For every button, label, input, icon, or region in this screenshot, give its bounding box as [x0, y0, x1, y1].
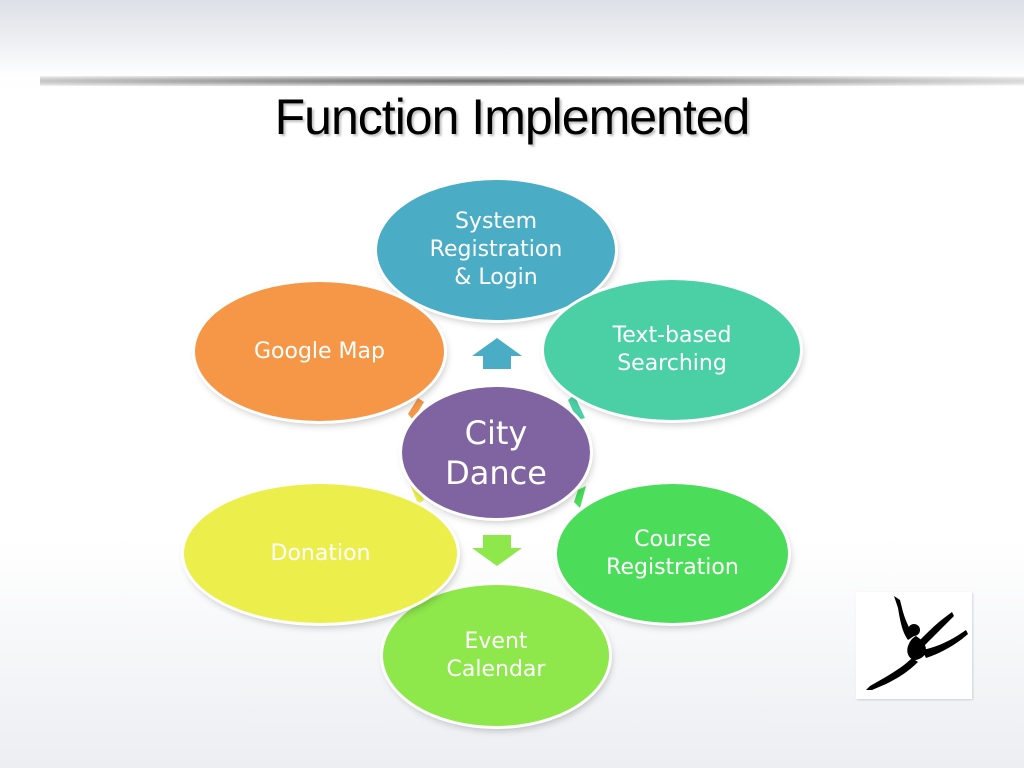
arrow-right-upper-icon — [568, 395, 585, 420]
node-course-registration[interactable]: Course Registration — [557, 484, 788, 623]
dancer-logo — [856, 592, 972, 699]
node-event-calendar[interactable]: Event Calendar — [383, 585, 609, 726]
dancer-silhouette-icon — [866, 596, 968, 690]
node-donation[interactable]: Donation — [184, 484, 457, 623]
node-text-based-searching[interactable]: Text-based Searching — [544, 280, 800, 420]
center-node-city-dance[interactable]: City Dance — [402, 387, 590, 518]
node-label: System Registration & Login — [429, 209, 563, 290]
arrow-left-upper-icon — [408, 398, 424, 420]
arrow-down-icon — [472, 535, 522, 566]
node-label: Text-based Searching — [612, 323, 732, 376]
slide-title: Function Implemented — [274, 89, 751, 145]
arrow-left-lower-icon — [410, 480, 424, 504]
node-label: Course Registration — [606, 526, 739, 580]
node-label: Donation — [270, 540, 371, 566]
header-divider — [40, 76, 1024, 86]
node-label: Google Map — [253, 338, 385, 364]
center-label: City Dance — [445, 413, 547, 492]
node-google-map[interactable]: Google Map — [195, 282, 444, 421]
node-system-registration-login[interactable]: System Registration & Login — [377, 180, 615, 320]
arrow-right-lower-icon — [574, 486, 586, 508]
arrow-up-icon — [472, 338, 522, 369]
node-label: Event Calendar — [446, 628, 546, 682]
header-band — [0, 0, 1024, 78]
